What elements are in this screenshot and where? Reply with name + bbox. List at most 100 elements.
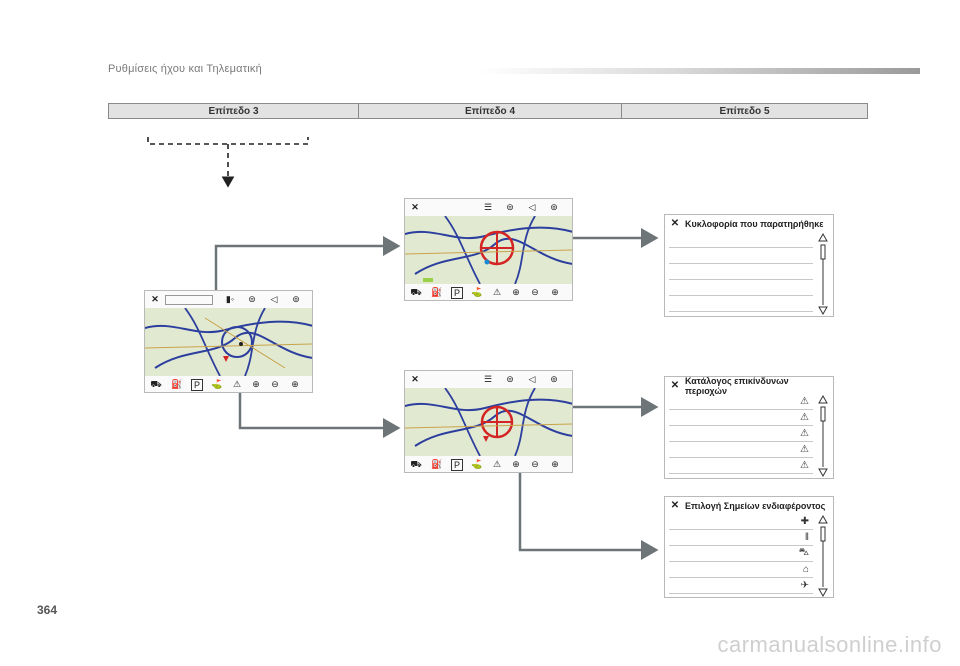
header-rule: [478, 68, 920, 74]
danger-icon[interactable]: ⚠: [492, 287, 502, 297]
parking-icon[interactable]: P: [191, 378, 203, 391]
warning-icon: ⚠: [800, 444, 809, 455]
list-item[interactable]: [669, 264, 813, 280]
close-icon[interactable]: ✕: [670, 218, 680, 229]
close-icon[interactable]: ✕: [411, 202, 419, 212]
poi-icon[interactable]: ⛳: [471, 459, 483, 469]
zoom-in-icon[interactable]: ⊕: [291, 379, 299, 389]
list-item[interactable]: [669, 232, 813, 248]
zoom-out-icon[interactable]: ⊖: [531, 287, 539, 297]
level-5-header: Επίπεδο 5: [719, 105, 770, 117]
route-icon[interactable]: ⊜: [506, 202, 514, 212]
list-item[interactable]: ⚠: [669, 426, 813, 442]
panel-header: ✕ Επιλογή Σημείων ενδιαφέροντος: [665, 497, 833, 514]
poi-selection-panel: ✕ Επιλογή Σημείων ενδιαφέροντος ✚ ǁ ⛍ ⌂ …: [664, 496, 834, 598]
route-icon[interactable]: ⊜: [506, 374, 514, 384]
hotel-icon: ⌂: [802, 564, 809, 575]
page-number: 364: [37, 603, 58, 617]
close-icon[interactable]: ✕: [670, 380, 680, 391]
bottom-toolbar: ⛟ ⛽ P ⛳ ⚠ ⊕ ⊖ ⊕: [145, 376, 312, 393]
warning-icon: ⚠: [800, 396, 809, 407]
panel-title: Κατάλογος επικίνδυνων περιοχών: [684, 375, 789, 396]
warning-icon: ⚠: [800, 428, 809, 439]
parking-icon[interactable]: P: [451, 458, 463, 471]
traffic-observed-panel: ✕ Κυκλοφορία που παρατηρήθηκε: [664, 214, 834, 317]
list-item[interactable]: ⚠: [669, 458, 813, 474]
add-icon[interactable]: ⊕: [512, 287, 520, 297]
parking-icon[interactable]: P: [451, 286, 463, 299]
close-icon[interactable]: ✕: [670, 500, 680, 511]
list-icon[interactable]: ☰: [483, 202, 493, 212]
list-item[interactable]: [669, 296, 813, 312]
add-icon[interactable]: ⊕: [252, 379, 260, 389]
close-icon[interactable]: ✕: [411, 374, 419, 384]
settings-icon[interactable]: ⊚: [550, 374, 558, 384]
zoom-out-icon[interactable]: ⊖: [531, 459, 539, 469]
panel-title: Επιλογή Σημείων ενδιαφέροντος: [685, 500, 826, 511]
bottom-toolbar: ⛟ ⛽ P ⛳ ⚠ ⊕ ⊖ ⊕: [405, 456, 572, 473]
list-item[interactable]: [669, 280, 813, 296]
list-item[interactable]: ⌂: [669, 562, 813, 578]
navigate-icon[interactable]: ◁: [270, 294, 278, 304]
route-icon[interactable]: ⊜: [248, 294, 256, 304]
list-item[interactable]: ✚: [669, 514, 813, 530]
traffic-icon[interactable]: ⛟: [150, 378, 162, 389]
top-toolbar: ✕ ▮◦ ⊜ ◁ ⊚: [145, 291, 312, 308]
danger-icon[interactable]: ⚠: [232, 379, 242, 389]
watermark: carmanualsonline.info: [717, 632, 942, 657]
list-icon[interactable]: ☰: [483, 374, 493, 384]
map-view[interactable]: [405, 216, 572, 284]
list-item[interactable]: ⛍: [669, 546, 813, 562]
level-3-header: Επίπεδο 3: [109, 104, 359, 118]
level-header-row: Επίπεδο 3 Επίπεδο 4 Επίπεδο 5: [108, 103, 868, 119]
level-4-traffic-map-screen: ✕ ☰ ⊜ ◁ ⊚ ⛟ ⛽ P ⛳ ⚠ ⊕ ⊖ ⊕: [404, 198, 573, 301]
add-icon[interactable]: ⊕: [512, 459, 520, 469]
warning-icon: ⚠: [800, 412, 809, 423]
fuel-icon[interactable]: ⛽: [171, 379, 183, 389]
zoom-in-icon[interactable]: ⊕: [551, 287, 559, 297]
list-item[interactable]: ⚠: [669, 442, 813, 458]
poi-icon[interactable]: ⛳: [211, 379, 223, 389]
list-item[interactable]: [669, 248, 813, 264]
list-item[interactable]: ⚠: [669, 410, 813, 426]
warning-icon: ⚠: [800, 460, 809, 471]
medical-cross-icon: ✚: [800, 516, 809, 527]
traffic-icon[interactable]: ⛟: [410, 458, 422, 469]
list-item[interactable]: ⚠: [669, 394, 813, 410]
level-3-map-screen: ✕ ▮◦ ⊜ ◁ ⊚ ⛟ ⛽ P ⛳ ⚠ ⊕ ⊖ ⊕: [144, 290, 313, 393]
list-item[interactable]: ✈: [669, 578, 813, 594]
search-field[interactable]: [165, 294, 213, 305]
zoom-in-icon[interactable]: ⊕: [551, 459, 559, 469]
fuel-icon[interactable]: ⛽: [431, 287, 443, 297]
scrollbar[interactable]: [817, 395, 829, 477]
traffic-icon[interactable]: ⛟: [410, 286, 422, 297]
close-icon[interactable]: ✕: [151, 294, 159, 304]
top-toolbar: ✕ ☰ ⊜ ◁ ⊚: [405, 371, 572, 388]
list-item[interactable]: ǁ: [669, 530, 813, 546]
settings-icon[interactable]: ⊚: [550, 202, 558, 212]
danger-icon[interactable]: ⚠: [492, 459, 502, 469]
volume-icon[interactable]: ▮◦: [225, 294, 235, 304]
bottom-toolbar: ⛟ ⛽ P ⛳ ⚠ ⊕ ⊖ ⊕: [405, 284, 572, 301]
poi-icon[interactable]: ⛳: [471, 287, 483, 297]
panel-header: ✕ Κατάλογος επικίνδυνων περιοχών: [665, 375, 833, 396]
shopping-cart-icon: ⛍: [798, 547, 809, 558]
scrollbar[interactable]: [817, 515, 829, 597]
map-view[interactable]: [145, 308, 312, 376]
danger-zones-panel: ✕ Κατάλογος επικίνδυνων περιοχών ⚠ ⚠ ⚠ ⚠…: [664, 376, 834, 479]
level-4-danger-map-screen: ✕ ☰ ⊜ ◁ ⊚ ⛟ ⛽ P ⛳ ⚠ ⊕ ⊖ ⊕: [404, 370, 573, 473]
zoom-out-icon[interactable]: ⊖: [271, 379, 279, 389]
level-4-header: Επίπεδο 4: [359, 104, 622, 118]
airport-icon: ✈: [800, 580, 809, 591]
top-toolbar: ✕ ☰ ⊜ ◁ ⊚: [405, 199, 572, 216]
navigate-icon[interactable]: ◁: [528, 374, 536, 384]
restaurant-icon: ǁ: [804, 532, 809, 543]
scrollbar[interactable]: [817, 233, 829, 315]
navigate-icon[interactable]: ◁: [528, 202, 536, 212]
fuel-icon[interactable]: ⛽: [431, 459, 443, 469]
map-view[interactable]: [405, 388, 572, 456]
panel-header: ✕ Κυκλοφορία που παρατηρήθηκε: [665, 215, 833, 232]
settings-icon[interactable]: ⊚: [292, 294, 300, 304]
section-title: Ρυθμίσεις ήχου και Τηλεματική: [108, 63, 262, 75]
panel-title: Κυκλοφορία που παρατηρήθηκε: [685, 218, 824, 229]
